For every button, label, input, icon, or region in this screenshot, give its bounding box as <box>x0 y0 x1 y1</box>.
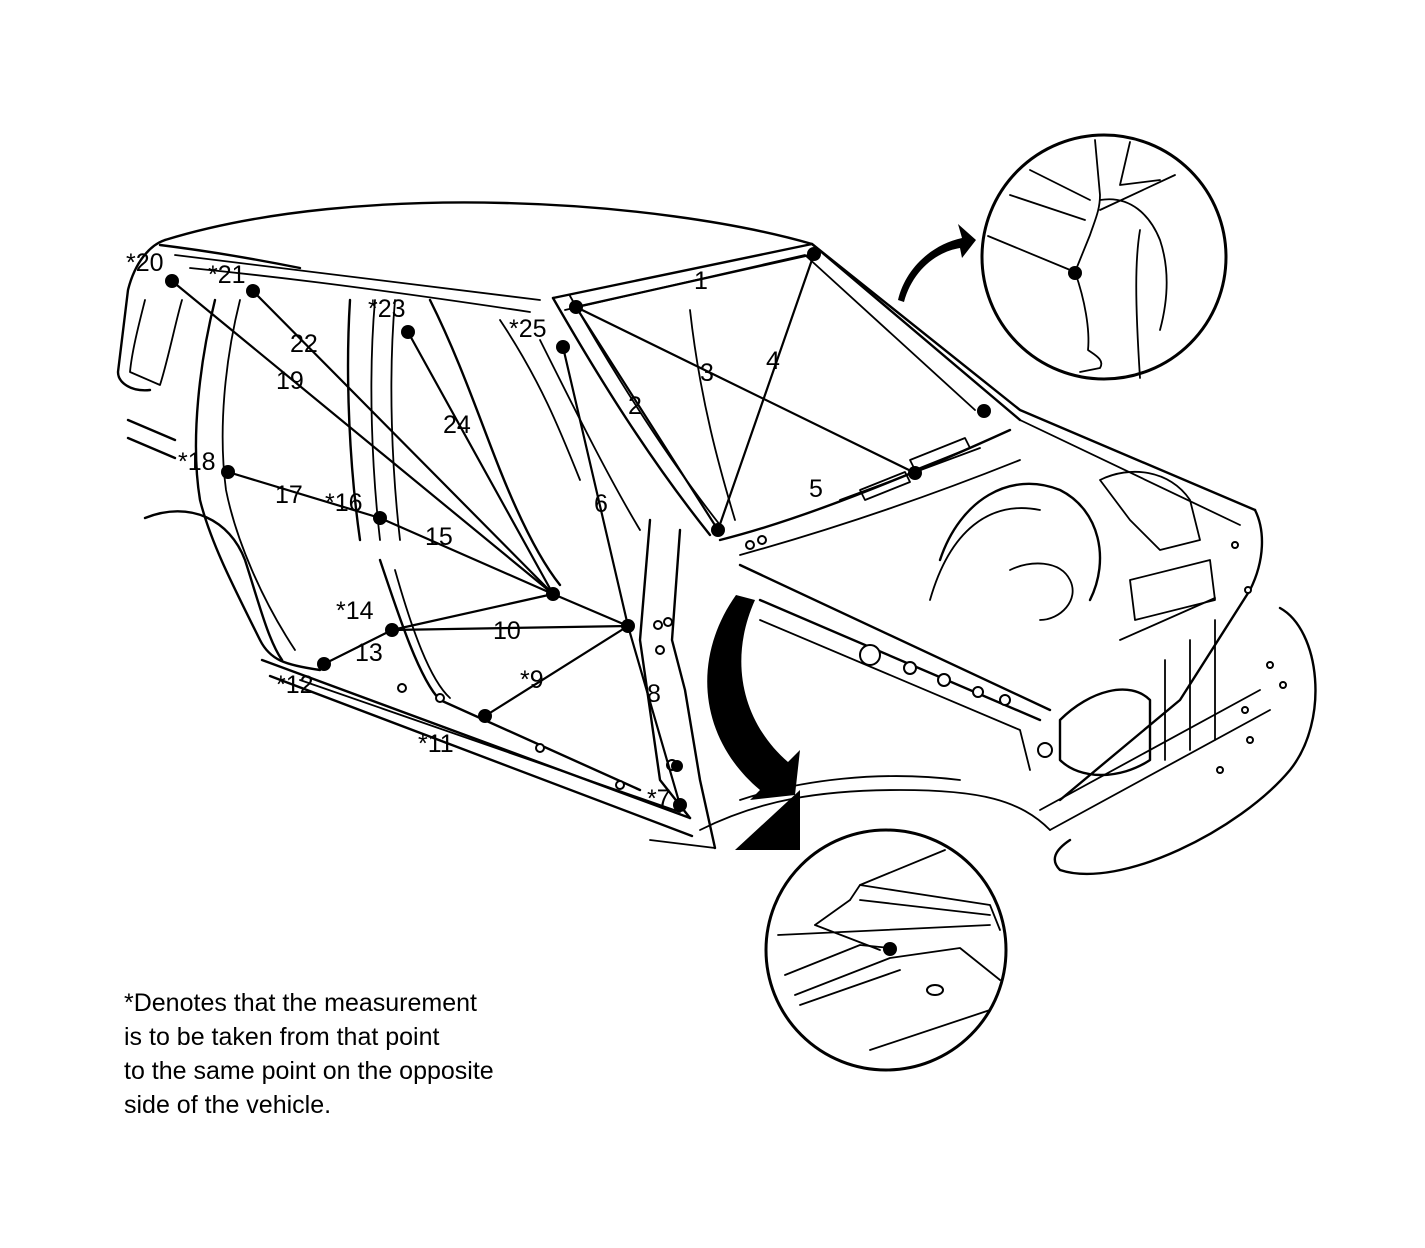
measurement-line-14 <box>390 592 555 632</box>
label-5: 5 <box>809 475 823 503</box>
measurement-line-1 <box>574 252 816 309</box>
label-10: 10 <box>493 617 521 645</box>
label-1: 1 <box>694 267 708 295</box>
label-19: 19 <box>276 367 304 395</box>
measurement-line-2 <box>574 305 720 532</box>
label-7: *7 <box>647 785 671 813</box>
measurement-line-8 <box>626 624 682 807</box>
label-12: *12 <box>276 671 314 699</box>
footnote-line: to the same point on the opposite <box>124 1057 494 1085</box>
measurement-line-17 <box>226 470 382 520</box>
measurement-line-6 <box>561 345 630 628</box>
footnote-line: is to be taken from that point <box>124 1023 440 1051</box>
measurement-line-10 <box>390 624 630 632</box>
label-8: 8 <box>647 680 661 708</box>
label-25: *25 <box>509 315 547 343</box>
measurement-line-24 <box>406 330 555 596</box>
label-14: *14 <box>336 597 374 625</box>
label-3: 3 <box>700 359 714 387</box>
label-22: 22 <box>290 330 318 358</box>
detail-view-windshield-corner <box>898 133 1228 381</box>
measurement-line-4 <box>716 252 816 532</box>
label-21: *21 <box>208 261 246 289</box>
measurement-line-13 <box>322 628 394 666</box>
measurement-line-22 <box>251 289 555 596</box>
footnote-line: side of the vehicle. <box>124 1091 332 1119</box>
label-2: 2 <box>628 392 642 420</box>
label-18: *18 <box>178 448 216 476</box>
measurement-line-15 <box>378 516 555 596</box>
label-9: *9 <box>520 666 544 694</box>
footnote: *Denotes that the measurement is to be t… <box>124 986 604 1122</box>
measurement-lines <box>170 252 917 807</box>
measurement-line-3 <box>574 305 917 475</box>
footnote-line: *Denotes that the measurement <box>124 989 477 1017</box>
label-4: 4 <box>766 347 780 375</box>
label-11: *11 <box>418 730 454 758</box>
label-15: 15 <box>425 523 453 551</box>
label-20: *20 <box>126 249 164 277</box>
measurement-points <box>165 247 991 812</box>
measurement-line-center <box>551 592 630 628</box>
label-23: *23 <box>368 295 406 323</box>
label-24: 24 <box>443 411 471 439</box>
measurement-labels: 1 2 3 4 5 6 *7 8 *9 10 *11 *12 13 *14 15… <box>126 249 823 813</box>
label-17: 17 <box>275 481 303 509</box>
detail-view-cowl-point <box>707 595 1008 1072</box>
measurement-line-19 <box>170 279 555 596</box>
label-13: 13 <box>355 639 383 667</box>
measurement-line-9 <box>483 624 630 718</box>
label-16: *16 <box>325 489 363 517</box>
label-6: 6 <box>594 490 608 518</box>
